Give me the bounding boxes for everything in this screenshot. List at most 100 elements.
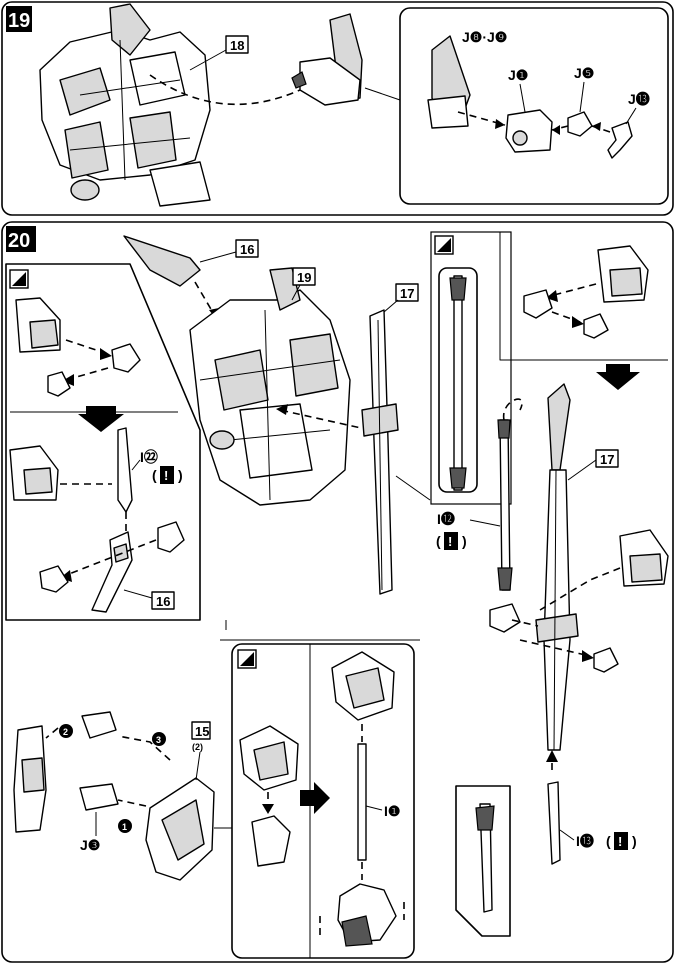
stand-i13 (547, 781, 561, 865)
part-16-a-box (235, 239, 259, 258)
step-19-section: 19 18 J❽·J❾ (1, 1, 674, 216)
rod-inset-frame (438, 267, 478, 493)
armor-plate-left (239, 725, 299, 791)
backpack-wing-part (291, 13, 363, 106)
label-i12: I⓬ (437, 511, 455, 527)
blade-part-16-top (123, 235, 201, 287)
i22-caution-mark: ! (164, 468, 168, 483)
part-j13-pin (607, 121, 633, 159)
hip-inset-frame (499, 232, 668, 361)
i12-caution-icon (444, 532, 458, 550)
robot-full-illustration (189, 267, 351, 506)
stand-inset-rod (479, 803, 493, 913)
step-20-number: 20 (8, 230, 30, 252)
label-j5: J❺ (574, 65, 594, 81)
label-i1: I❶ (384, 803, 400, 819)
armor-claw-part (337, 883, 397, 947)
right-small-part (593, 647, 619, 673)
blade-inset-frame (5, 263, 201, 621)
armor-joint-left (251, 815, 291, 867)
part-15-label: 15 (195, 724, 209, 739)
part-19-box (292, 267, 316, 286)
i13-caution-icon (614, 832, 628, 850)
part-18-label: 18 (230, 38, 244, 53)
center-divider (220, 620, 420, 641)
order-mark-1: 1 (122, 822, 127, 832)
shield-part-15 (145, 777, 215, 881)
part-16-b-box (151, 591, 175, 610)
part-j5-clip (567, 111, 593, 137)
blade-inset-mount (111, 343, 141, 373)
rod-i1 (357, 743, 367, 861)
step-20-section: 20 I㉒ ( ! ) (1, 221, 674, 963)
label-j3: J❸ (80, 837, 100, 853)
rod-inset-rod (453, 275, 463, 491)
i12-paren-close: ) (462, 533, 467, 549)
zoom-connector-19 (364, 87, 401, 101)
i13-paren-open: ( (606, 833, 611, 849)
rod-i12-right (497, 419, 513, 591)
i12-paren-open: ( (436, 533, 441, 549)
step-19-frame (1, 1, 674, 216)
step-19-number: 19 (8, 10, 30, 32)
part-19-label: 19 (297, 270, 311, 285)
order-mark-2-bg (59, 724, 73, 738)
order-mark-3-bg (152, 732, 166, 746)
blade-inset-clip (47, 371, 71, 397)
sword-part-17-center (361, 309, 399, 595)
robot-torso-illustration (39, 3, 211, 207)
label-j1: J❶ (508, 67, 528, 83)
sword-part-17-right (535, 383, 579, 751)
i13-caution-mark: ! (618, 834, 622, 849)
label-j13: J⓭ (628, 91, 650, 107)
i22-paren-close: ) (178, 467, 183, 483)
hip-inset-down-arrow (596, 364, 640, 390)
i22-caution-icon (160, 466, 174, 484)
i13-paren-close: ) (632, 833, 637, 849)
bracket-part-j3 (79, 783, 119, 811)
step-19-badge (6, 6, 32, 32)
i22-paren-open: ( (152, 467, 157, 483)
step-20-frame (1, 221, 674, 963)
rod-inset-outer (430, 231, 512, 505)
armor-inset-frame (231, 643, 415, 959)
blade-inset-lower-clip (39, 565, 69, 593)
label-i13: I⓭ (576, 833, 594, 849)
part-j1-block (505, 109, 553, 153)
leg-part-left (13, 725, 47, 833)
blade-i22 (117, 427, 133, 513)
right-mount-clip (489, 603, 521, 633)
stand-inset-frame (455, 785, 511, 937)
part-17-b-box (595, 449, 619, 468)
label-i22: I㉒ (140, 449, 158, 465)
blade-inset-small-mount (157, 521, 185, 553)
blade-inset-hip-part (15, 297, 61, 353)
part-18-box (225, 35, 249, 54)
part-17-a-box (395, 283, 419, 302)
i12-caution-mark: ! (448, 534, 452, 549)
part-15-qty: (2) (192, 742, 203, 752)
part-17-b-label: 17 (600, 452, 614, 467)
step-19-inset (399, 7, 669, 205)
blade-inset-lower-hip (9, 445, 59, 501)
armor-right-arrow (300, 782, 330, 814)
armor-plate-right (331, 651, 395, 721)
part-17-a-label: 17 (400, 286, 414, 301)
part-15-box (191, 721, 211, 740)
order-mark-1-bg (118, 819, 132, 833)
hip-inset-part (597, 245, 649, 303)
blade-inset-down-arrow (78, 406, 124, 432)
step-20-badge (6, 226, 36, 252)
hip-inset-small-part (583, 313, 609, 339)
part-j8-j9-wing (427, 35, 471, 129)
order-mark-3: 3 (156, 735, 161, 745)
order-mark-2: 2 (63, 727, 68, 737)
label-j8-j9: J❽·J❾ (462, 29, 507, 45)
bracket-part-upper (81, 711, 117, 739)
part-16-b-label: 16 (156, 594, 170, 609)
right-hip-part (619, 529, 669, 587)
part-16-a-label: 16 (240, 242, 254, 257)
part-18-leader (189, 49, 227, 71)
